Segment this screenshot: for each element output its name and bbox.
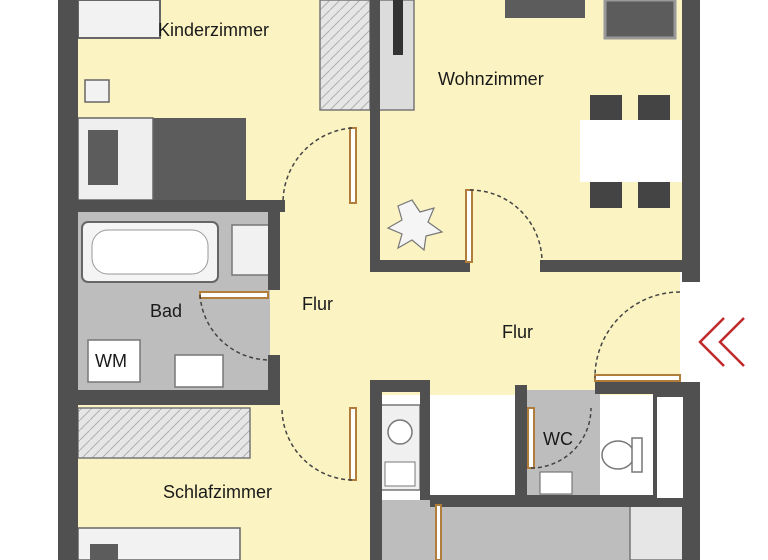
wall-wc-bottom — [430, 495, 685, 507]
label-washing-machine: WM — [95, 351, 127, 371]
plant — [386, 199, 444, 252]
schlafzimmer-wardrobe — [77, 407, 251, 459]
door-leaf-entrance — [594, 374, 681, 382]
wall-kinderzimmer-bottom — [70, 200, 285, 212]
wall-wc-top — [595, 382, 685, 394]
label-schlafzimmer: Schlafzimmer — [163, 482, 272, 502]
wall-wohnzimmer-bottom-right — [540, 260, 690, 272]
wall-wc-left — [515, 385, 527, 500]
armchair — [603, 0, 677, 40]
boiler — [387, 419, 413, 445]
doors — [199, 127, 681, 560]
door-swing-wohnzimmer — [469, 189, 543, 263]
furniture — [77, 0, 686, 560]
walls — [58, 0, 700, 560]
dining-table — [580, 120, 685, 182]
bathtub-inner — [91, 229, 209, 275]
dining-chair-4 — [638, 180, 670, 208]
washbasin — [174, 354, 224, 388]
wall-bad-right — [268, 210, 280, 290]
kinderzimmer-desk — [77, 0, 161, 39]
door-leaf-wc — [527, 407, 535, 469]
label-flur-right: Flur — [502, 322, 533, 342]
kinderzimmer-pillow — [88, 130, 118, 185]
dining-chair-1 — [590, 95, 622, 120]
door-leaf-wohnzimmer — [465, 189, 473, 263]
wall-closet-top — [370, 380, 430, 392]
door-swing-bad — [199, 294, 271, 361]
label-wohnzimmer: Wohnzimmer — [438, 69, 544, 89]
kitchen-cabinet — [629, 504, 686, 560]
bath-cabinet — [231, 224, 271, 276]
label-wc: WC — [543, 429, 573, 449]
toilet-tank — [631, 437, 643, 473]
door-swing-entrance — [594, 291, 681, 379]
room-labels: Kinderzimmer Wohnzimmer Bad Flur Flur WM… — [95, 20, 573, 502]
kinderzimmer-wardrobe — [319, 0, 371, 111]
wall-center-vertical — [370, 0, 380, 270]
label-flur-left: Flur — [302, 294, 333, 314]
dining-chair-2 — [638, 95, 670, 120]
sofa — [505, 0, 585, 18]
kinderzimmer-chair — [84, 79, 110, 103]
door-leaf-bad — [199, 291, 269, 299]
wall-outer-left — [58, 0, 78, 560]
storage-box — [384, 461, 416, 487]
schlafzimmer-pillow — [90, 544, 118, 560]
door-leaf-kitchen — [435, 504, 442, 560]
wall-wohnzimmer-bottom-left — [370, 260, 470, 272]
flur-floor — [270, 205, 680, 395]
wall-bad-bottom — [70, 390, 280, 405]
toilet-bowl — [601, 440, 635, 470]
dining-chair-3 — [590, 180, 622, 208]
door-swing-kinderzimmer — [282, 127, 353, 204]
wall-outer-right — [682, 0, 700, 282]
wall-closet-right — [420, 390, 430, 500]
tv-stand — [393, 0, 403, 55]
door-leaf-kinderzimmer — [349, 127, 357, 204]
door-leaf-schlafzimmer — [349, 407, 357, 481]
wall-wc-right — [653, 393, 687, 502]
label-bad: Bad — [150, 301, 182, 321]
wall-closet-left — [370, 380, 382, 560]
washing-machine — [87, 339, 141, 383]
wc-sink — [539, 471, 573, 495]
label-kinderzimmer: Kinderzimmer — [158, 20, 269, 40]
entrance-arrow-icon — [698, 317, 745, 367]
